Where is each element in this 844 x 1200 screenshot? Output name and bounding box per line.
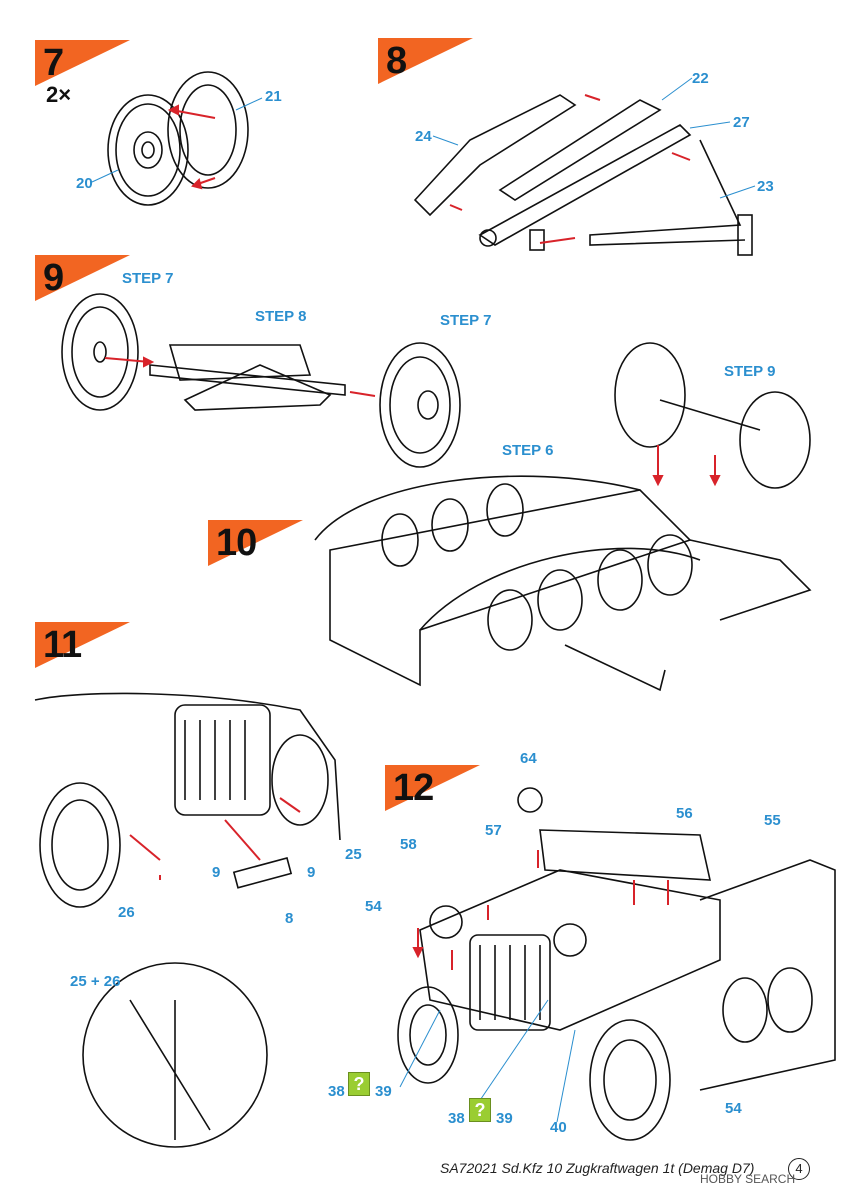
part-54-label-a: 54 [365, 898, 382, 915]
part-64-label: 64 [520, 750, 537, 767]
part-24-label: 24 [415, 128, 432, 145]
part-27-label: 27 [733, 114, 750, 131]
step-9-ref-label: STEP 9 [724, 363, 776, 380]
step-11-number: 11 [43, 624, 82, 666]
part-26-label: 26 [118, 904, 135, 921]
part-9-label-a: 9 [212, 864, 221, 881]
part-38-label-a: 38 [328, 1083, 345, 1100]
part-9-label-b: 9 [307, 864, 316, 881]
step-7-wheel-drawing [107, 71, 249, 206]
part-39-label-a: 39 [375, 1083, 392, 1100]
step-10-badge: 10 [208, 520, 303, 566]
part-22-label: 22 [692, 70, 709, 87]
part-39-label-b: 39 [496, 1110, 513, 1127]
step-7-multiplier: 2× [46, 82, 72, 107]
step-7-ref-label-b: STEP 7 [440, 312, 492, 329]
step-8-badge: 8 [378, 38, 473, 84]
step-9-badge: 9 [35, 255, 130, 301]
step-9-number: 9 [43, 257, 64, 299]
part-25-26-label: 25 + 26 [70, 973, 121, 990]
step-7-badge: 7 [35, 40, 130, 86]
step-10-number: 10 [216, 522, 257, 564]
part-58-label: 58 [400, 836, 417, 853]
step-8-suspension-drawing [413, 94, 753, 256]
part-38-label-b: 38 [448, 1110, 465, 1127]
part-56-label: 56 [676, 805, 693, 822]
step-9-axle-drawing [61, 293, 461, 468]
step-7-ref-label-a: STEP 7 [122, 270, 174, 287]
page-number: 4 [788, 1158, 810, 1180]
step-8-ref-label: STEP 8 [255, 308, 307, 325]
part-40-label: 40 [550, 1119, 567, 1136]
step-6-ref-label: STEP 6 [502, 442, 554, 459]
step-8-number: 8 [386, 40, 407, 82]
step-11-front-drawing [34, 692, 341, 1148]
part-8-label: 8 [285, 910, 294, 927]
step-12-number: 12 [393, 767, 434, 809]
footer-caption: SA72021 Sd.Kfz 10 Zugkraftwagen 1t (Dema… [440, 1160, 755, 1176]
part-54-label-b: 54 [725, 1100, 742, 1117]
step-12-vehicle-drawing [397, 787, 836, 1141]
step-7-number: 7 [43, 42, 64, 84]
step-12-badge: 12 [385, 765, 480, 811]
part-20-label: 20 [76, 175, 93, 192]
question-box-a: ? [348, 1072, 370, 1096]
part-57-label: 57 [485, 822, 502, 839]
part-25-label: 25 [345, 846, 362, 863]
part-21-label: 21 [265, 88, 282, 105]
question-box-b: ? [469, 1098, 491, 1122]
step-11-badge: 11 [35, 622, 130, 668]
watermark: HOBBY SEARCH [700, 1172, 796, 1186]
step-10-chassis-drawing [314, 342, 812, 692]
part-23-label: 23 [757, 178, 774, 195]
part-55-label: 55 [764, 812, 781, 829]
